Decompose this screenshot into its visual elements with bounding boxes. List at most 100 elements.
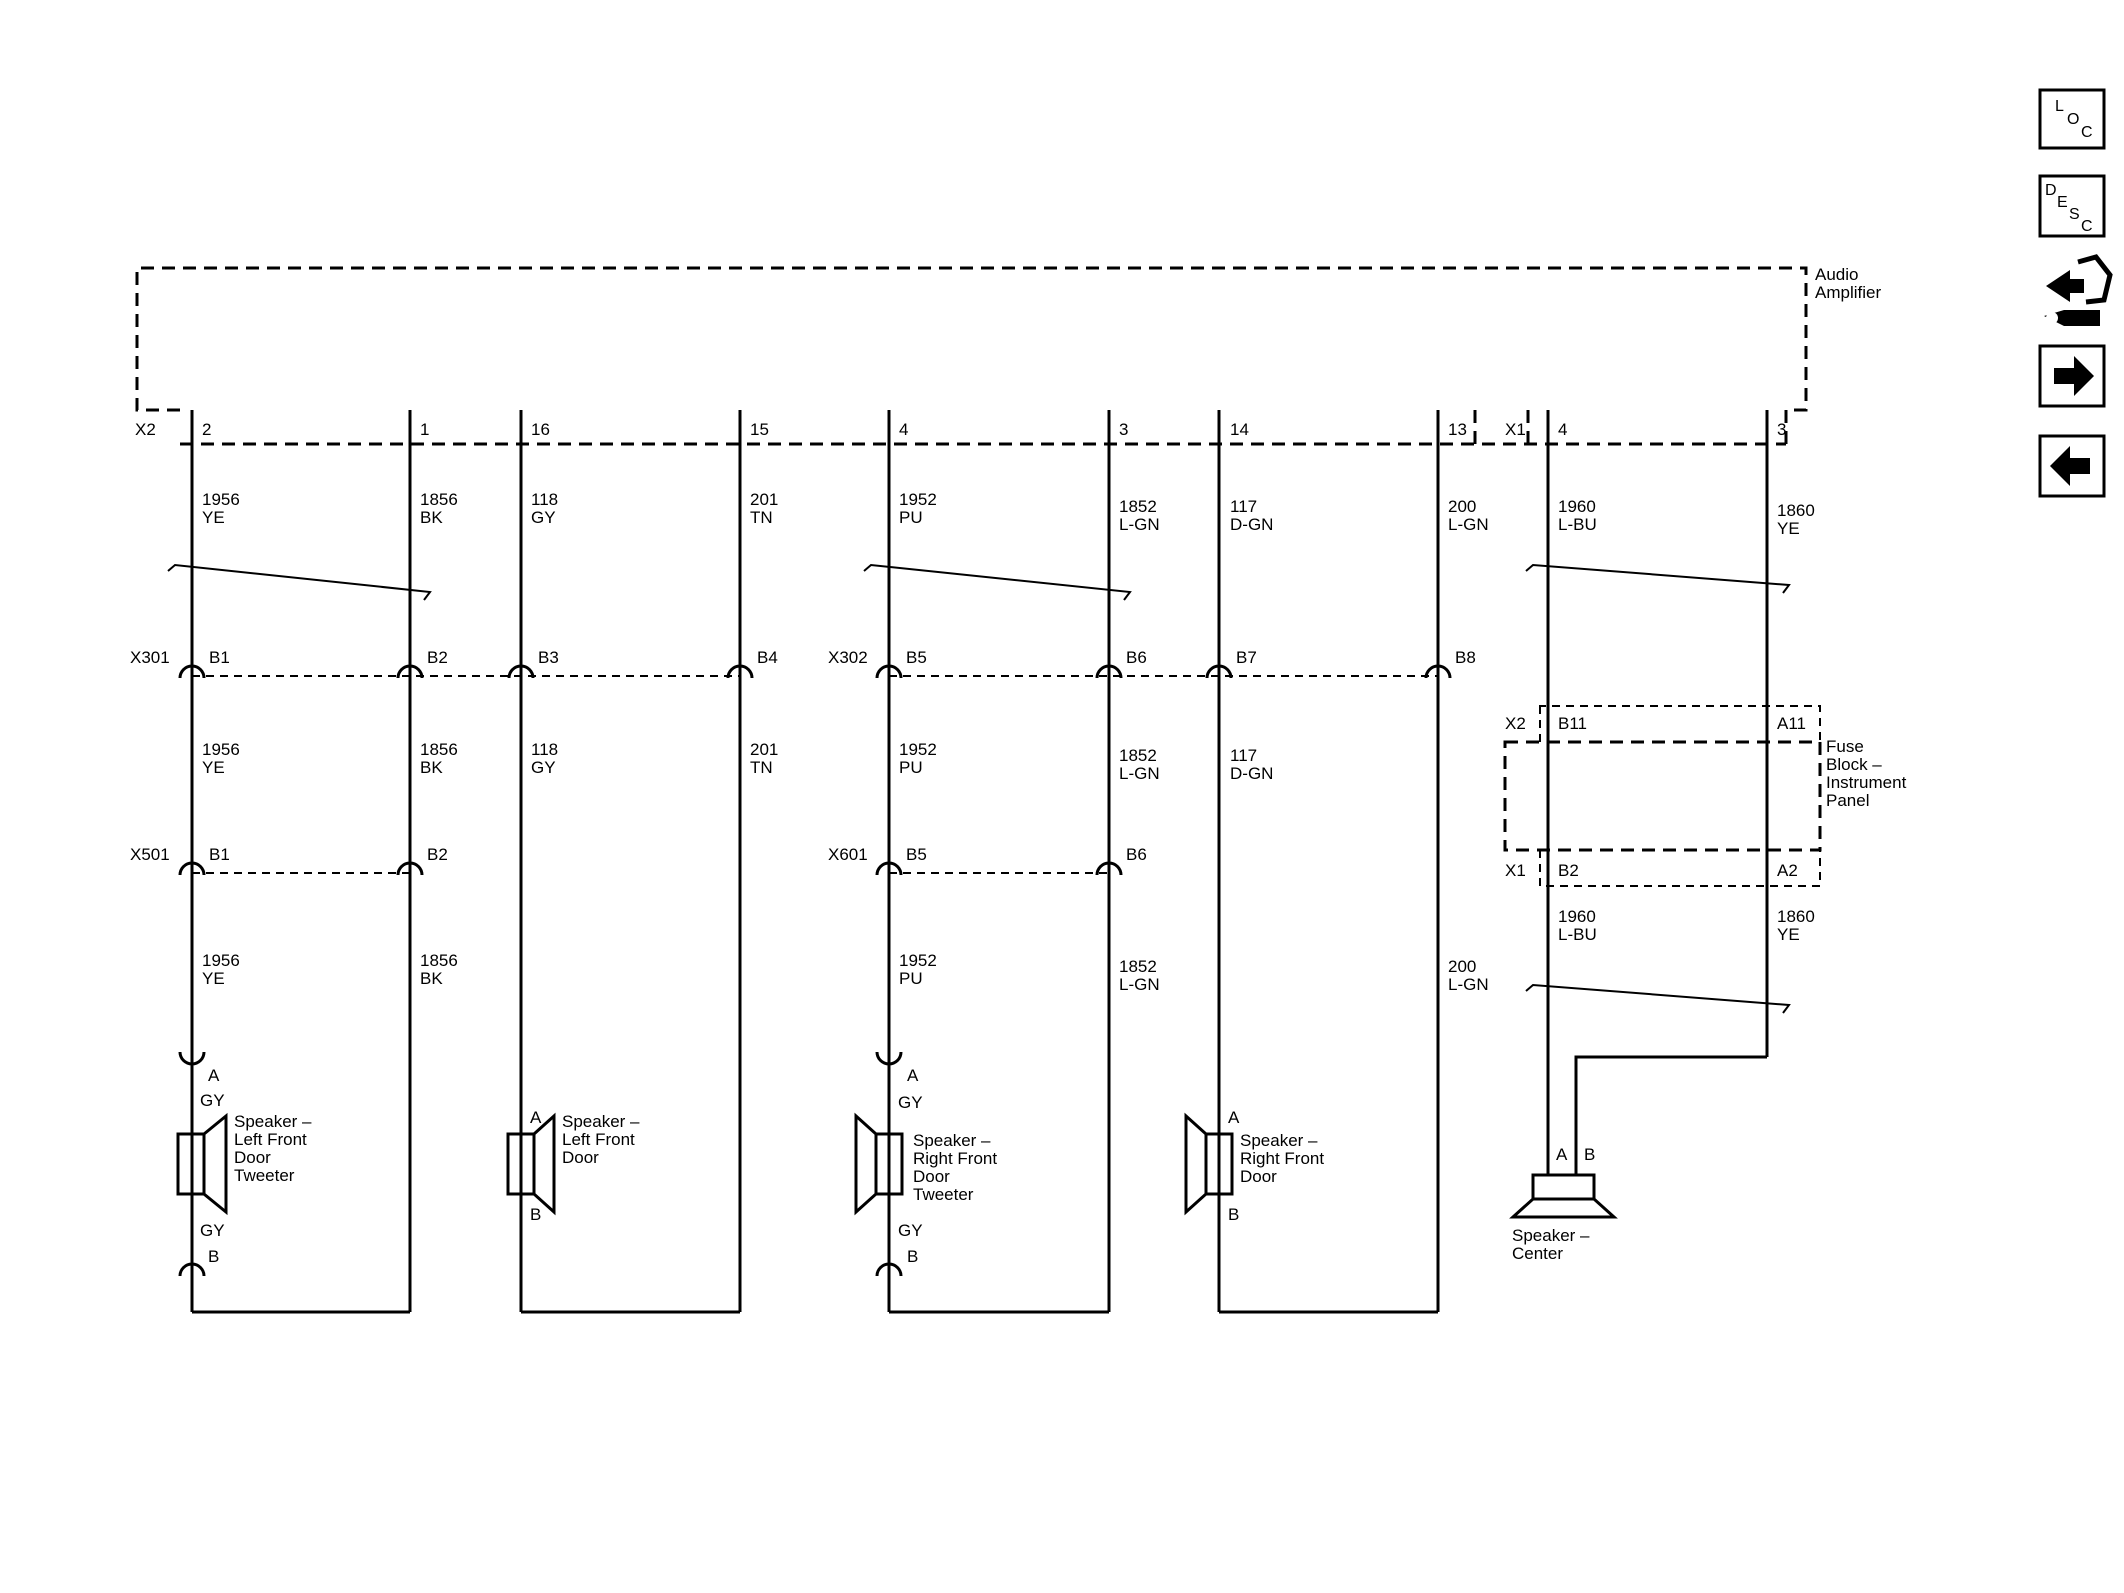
- circuit-number: 1860: [1777, 907, 1815, 926]
- circuit-number: 118: [531, 490, 558, 509]
- speaker-label: Speaker –: [234, 1112, 312, 1131]
- circuit-number: 1960: [1558, 497, 1596, 516]
- desc-letter: E: [2057, 194, 2068, 211]
- circuit-number: 1856: [420, 951, 458, 970]
- connector-pin: B2: [427, 648, 448, 667]
- wire-color: YE: [202, 758, 225, 777]
- circuit-number: 118: [531, 740, 558, 759]
- arrow-left-icon: [2050, 446, 2090, 486]
- speaker-pin-b: B: [530, 1205, 541, 1224]
- wire-color: TN: [750, 758, 773, 777]
- wire-labels-low: 1956 YE 1856 BK 1952 PU 1852 L-GN 200 L-…: [202, 951, 1489, 994]
- inline-connector-x501: X501 B1 B2: [130, 845, 448, 891]
- circuit-number: 1956: [202, 951, 240, 970]
- speaker-pin-b: B: [1228, 1205, 1239, 1224]
- speaker-pin-b: B: [208, 1247, 219, 1266]
- connector-pin: B6: [1126, 845, 1147, 864]
- wire-color: YE: [1777, 519, 1800, 538]
- wire-color: D-GN: [1230, 515, 1273, 534]
- desc-letter: S: [2069, 206, 2080, 223]
- circuit-number: 1852: [1119, 746, 1157, 765]
- speaker-label: Tweeter: [234, 1166, 295, 1185]
- speaker-label: Left Front: [234, 1130, 307, 1149]
- amplifier-connector-x1: X1: [1505, 420, 1526, 439]
- wire-color: BK: [420, 508, 443, 527]
- speaker-pin-a: A: [907, 1066, 919, 1085]
- wire-color: BK: [420, 758, 443, 777]
- fuse-block-label: Block –: [1826, 755, 1882, 774]
- circuit-number: 1856: [420, 490, 458, 509]
- connector-name: X301: [130, 648, 170, 667]
- speaker-right-front-door: A B Speaker – Right Front Door: [1184, 1108, 1324, 1224]
- connector-icon[interactable]: [2044, 254, 2113, 326]
- fuse-top-connector: X2: [1505, 714, 1526, 733]
- speaker-pin-a: A: [208, 1066, 220, 1085]
- speaker-label: Speaker –: [1512, 1226, 1590, 1245]
- wire-color: L-BU: [1558, 515, 1597, 534]
- pin-label: 2: [202, 420, 211, 439]
- wire-color: L-BU: [1558, 925, 1597, 944]
- loc-button[interactable]: L O C: [2038, 88, 2106, 150]
- wires: [190, 410, 1769, 1314]
- speaker-left-front-door: A B Speaker – Left Front Door: [506, 1108, 640, 1224]
- wire-color: GY: [531, 508, 556, 527]
- speaker-label: Door: [562, 1148, 599, 1167]
- connector-pin: B7: [1236, 648, 1257, 667]
- wire-color: L-GN: [1119, 515, 1160, 534]
- fuse-top-pin: A11: [1777, 714, 1806, 733]
- connector-pin: B6: [1126, 648, 1147, 667]
- wire-color: YE: [202, 969, 225, 988]
- speaker-wire-color: GY: [200, 1221, 225, 1240]
- connector-pin: B5: [906, 845, 927, 864]
- connector-name: X501: [130, 845, 170, 864]
- connector-pin: B1: [209, 845, 230, 864]
- speaker-label: Speaker –: [562, 1112, 640, 1131]
- pin-label: 13: [1448, 420, 1467, 439]
- wire-color: GY: [531, 758, 556, 777]
- wire-labels-mid: 1956 YE 1856 BK 118 GY 201 TN 1952 PU 18…: [202, 740, 1273, 783]
- circuit-number: 1856: [420, 740, 458, 759]
- connector-name: X302: [828, 648, 868, 667]
- pin-label: 3: [1119, 420, 1128, 439]
- connector-name: X601: [828, 845, 868, 864]
- circuit-number: 1960: [1558, 907, 1596, 926]
- wire-color: D-GN: [1230, 764, 1273, 783]
- prev-button[interactable]: [2038, 434, 2106, 498]
- wire-color: PU: [899, 508, 923, 527]
- circuit-number: 1852: [1119, 497, 1157, 516]
- wire-color: L-GN: [1119, 975, 1160, 994]
- speaker-label: Right Front: [913, 1149, 997, 1168]
- desc-button[interactable]: D E S C: [2038, 174, 2106, 238]
- amplifier-pins: 2 1 16 15 4 3 14 13 4 3: [202, 420, 1786, 439]
- fuse-bottom-pin: A2: [1777, 861, 1798, 880]
- pin-label: 16: [531, 420, 550, 439]
- speaker-label: Speaker –: [1240, 1131, 1318, 1150]
- twisted-pair-marks: [167, 563, 1791, 1014]
- circuit-number: 1956: [202, 740, 240, 759]
- fuse-bottom-pin: B2: [1558, 861, 1579, 880]
- arrow-right-icon: [2054, 356, 2094, 396]
- next-button[interactable]: [2038, 344, 2106, 408]
- circuit-number: 117: [1230, 746, 1257, 765]
- speaker-label: Speaker –: [913, 1131, 991, 1150]
- amplifier-label: Audio: [1815, 265, 1858, 284]
- circuit-number: 200: [1448, 497, 1476, 516]
- loc-letter: L: [2055, 98, 2064, 115]
- wire-color: PU: [899, 969, 923, 988]
- fuse-block-label: Fuse: [1826, 737, 1864, 756]
- speaker-pin-b: B: [907, 1247, 918, 1266]
- wire-color: PU: [899, 758, 923, 777]
- circuit-number: 201: [750, 490, 778, 509]
- connector-pin: B2: [427, 845, 448, 864]
- wire-color: L-GN: [1448, 975, 1489, 994]
- pin-label: 4: [899, 420, 908, 439]
- speaker-wire-color: GY: [898, 1221, 923, 1240]
- circuit-number: 1860: [1777, 501, 1815, 520]
- speaker-label: Center: [1512, 1244, 1563, 1263]
- circuit-number: 200: [1448, 957, 1476, 976]
- circuit-number: 1952: [899, 490, 937, 509]
- speaker-right-front-door-tweeter: A GY GY B Speaker – Right Front Door Twe…: [854, 1042, 997, 1292]
- connector-pin: B5: [906, 648, 927, 667]
- circuit-number: 1952: [899, 951, 937, 970]
